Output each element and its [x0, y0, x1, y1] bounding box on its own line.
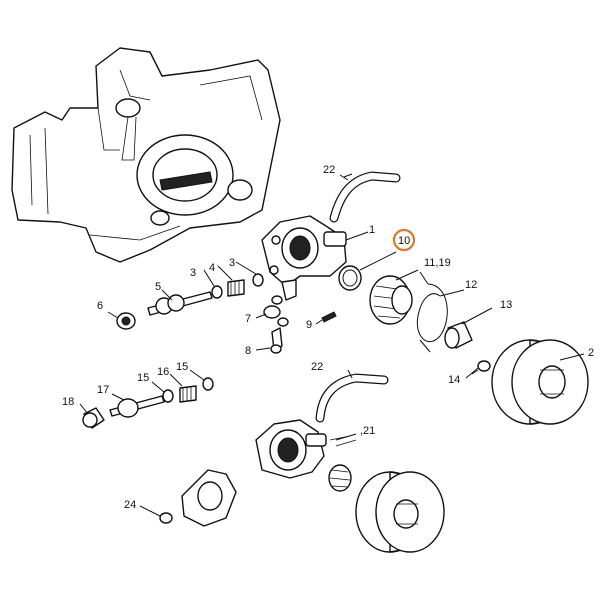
sprocket-drum-upper: [491, 339, 589, 425]
oil-pump-lower: [255, 419, 357, 479]
label-9: 9: [306, 319, 312, 331]
label-7: 7: [245, 313, 251, 325]
label-14: 14: [448, 374, 460, 386]
plug-lower: [82, 407, 105, 429]
label-4: 4: [209, 262, 215, 274]
highlight-ring: [392, 228, 416, 252]
label-1-upper: 1: [369, 224, 375, 236]
adjusting-screw: [109, 395, 165, 418]
label-22-lower: 22: [311, 361, 323, 373]
screw: [471, 360, 491, 375]
oil-pump-upper: [261, 215, 347, 301]
washer: [338, 265, 362, 291]
spring-washer-lower: [162, 377, 214, 403]
plug: [116, 312, 136, 330]
cover-plate: [159, 469, 237, 527]
sprocket-drum-lower: [355, 471, 445, 553]
label-3a: 3: [190, 267, 196, 279]
label-16: 16: [157, 366, 169, 378]
label-5: 5: [155, 281, 161, 293]
worm-gear: [369, 275, 413, 325]
leader-lines: [79, 174, 585, 517]
spring-wire: [416, 271, 448, 353]
worm-lower: [328, 464, 352, 492]
label-2-upper: 2: [588, 347, 594, 359]
label-3b: 3: [229, 257, 235, 269]
label-8: 8: [245, 345, 251, 357]
bush: [444, 321, 473, 349]
label-6: 6: [97, 300, 103, 312]
label-10: 10: [398, 235, 410, 247]
retainer: [263, 295, 289, 327]
small-pin: [321, 311, 337, 323]
part-labels: 22 1 10 11,19 12 13 2 14 3 4 3 5 6 7 9 8…: [62, 164, 594, 511]
pin: [270, 327, 283, 354]
oil-hose-upper: [329, 171, 401, 223]
label-15a: 15: [137, 372, 149, 384]
label-18: 18: [62, 396, 74, 408]
label-15b: 15: [176, 361, 188, 373]
label-11-19: 11,19: [424, 257, 451, 269]
spring-washer-upper: [211, 273, 264, 299]
adjusting-shaft: [147, 291, 213, 316]
label-12: 12: [465, 279, 477, 291]
label-22-upper: 22: [323, 164, 335, 176]
label-13: 13: [500, 299, 512, 311]
label-24: 24: [124, 499, 136, 511]
label-17: 17: [97, 384, 109, 396]
crankcase-housing: [11, 47, 281, 263]
oil-hose-lower: [315, 373, 389, 423]
label-21: ,21: [360, 425, 375, 437]
